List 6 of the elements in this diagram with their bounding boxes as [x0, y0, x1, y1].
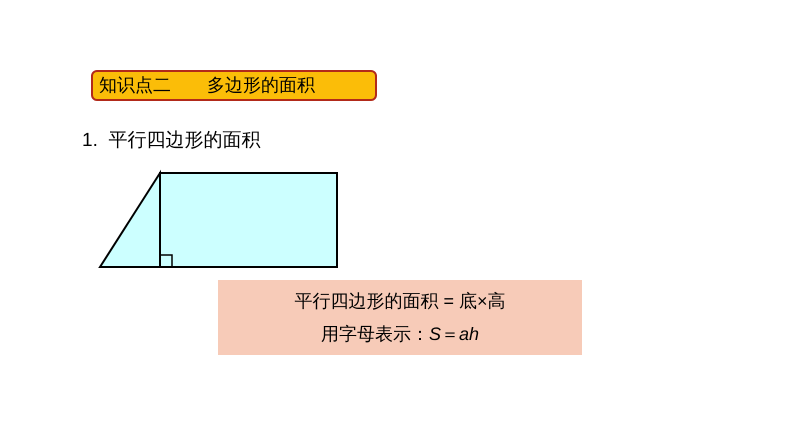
letter-formula: 用字母表示：S＝ah — [320, 322, 480, 346]
section-heading: 1. 平行四边形的面积 — [82, 129, 260, 153]
area-formula: 平行四边形的面积 = 底×高 — [294, 290, 506, 312]
topic-title: 知识点二 多边形的面积 — [99, 74, 315, 97]
topic-banner — [91, 70, 377, 101]
formula-box — [218, 280, 582, 355]
